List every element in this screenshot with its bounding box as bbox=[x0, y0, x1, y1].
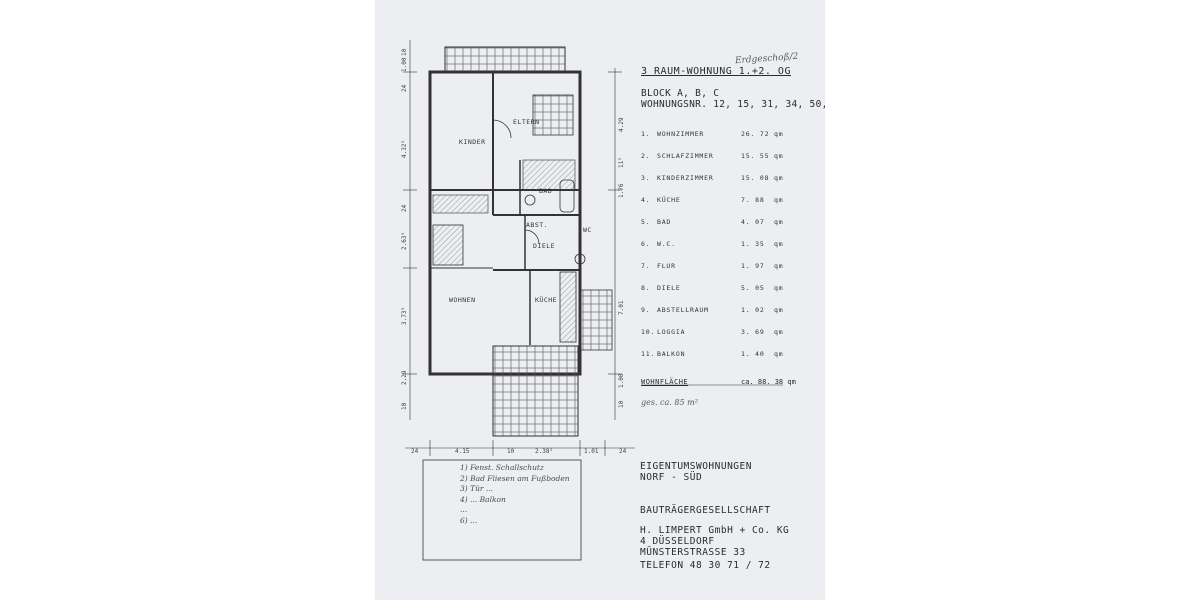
company-street: MÜNSTERSTRASSE 33 bbox=[640, 547, 746, 558]
dim-left-5: 24 bbox=[401, 204, 408, 212]
note-line: 3) Tür ... bbox=[460, 484, 494, 493]
dim-left-8: 2.29 bbox=[401, 370, 408, 385]
balcony-top bbox=[444, 46, 566, 73]
document-page: KINDER ELTERN BAD ABST. WC DIELE WOHNEN … bbox=[375, 0, 825, 600]
wohnungsnr-line: WOHNUNGSNR. 12, 15, 31, 34, 50, 53 9 bbox=[641, 99, 825, 110]
dim-left-3: 24 bbox=[401, 84, 408, 92]
project-line-1: EIGENTUMSWOHNUNGEN bbox=[640, 461, 752, 472]
plan-label-kinder: KINDER bbox=[459, 138, 486, 146]
kitchen-counter bbox=[559, 271, 577, 343]
plan-label-wohnen: WOHNEN bbox=[449, 296, 476, 304]
total-label: WOHNFLÄCHE bbox=[641, 378, 689, 386]
project-name: EIGENTUMSWOHNUNGEN NORF - SÜD bbox=[640, 461, 752, 483]
dim-right-1: 4.29 bbox=[618, 117, 625, 132]
bad-area bbox=[522, 159, 576, 191]
wohnen-cabinet bbox=[432, 224, 464, 266]
plan-label-eltern: ELTERN bbox=[513, 118, 540, 126]
dim-right-5: 1.00 bbox=[618, 373, 625, 388]
eltern-tiles bbox=[532, 94, 574, 136]
dim-right-6: 10 bbox=[618, 400, 625, 408]
dim-left-7: 3.73⁵ bbox=[401, 306, 408, 325]
dim-right-3: 1.76 bbox=[618, 183, 625, 198]
dim-bottom-2: 4.15 bbox=[455, 448, 470, 455]
apartment-title: 3 RAUM-WOHNUNG 1.+2. OG bbox=[641, 66, 791, 77]
dim-bottom-6: 24 bbox=[619, 448, 627, 455]
dim-bottom-3: 10 bbox=[507, 448, 515, 455]
dim-left-2: 1.00 bbox=[401, 57, 408, 72]
project-line-2: NORF - SÜD bbox=[640, 472, 703, 483]
dim-right-4: 7.01 bbox=[618, 300, 625, 315]
dim-left-1: 10 bbox=[401, 48, 408, 56]
handwritten-notes: 1) Fenst. Schallschutz 2) Bad Fliesen am… bbox=[460, 463, 570, 526]
floor-plan-drawing bbox=[403, 40, 783, 561]
note-line: 6) ... bbox=[460, 515, 478, 525]
plan-label-kueche: KÜCHE bbox=[535, 296, 558, 304]
total-value: ca. 88. 38 qm bbox=[741, 378, 796, 386]
dim-bottom-5: 1.01 bbox=[584, 448, 599, 455]
dim-right-2: 11⁵ bbox=[618, 157, 625, 168]
block-info: BLOCK A, B, C WOHNUNGSNR. 12, 15, 31, 34… bbox=[641, 88, 825, 110]
dim-left-9: 10 bbox=[401, 402, 408, 410]
bathtub bbox=[559, 179, 575, 213]
note-line: 4) ... Balkon bbox=[460, 494, 506, 504]
company-phone: TELEFON 48 30 71 / 72 bbox=[640, 560, 771, 571]
handwritten-total: ges. ca. 85 m² bbox=[641, 398, 698, 407]
note-line: 2) Bad Fliesen am Fußboden bbox=[460, 473, 570, 483]
company-city: 4 DÜSSELDORF bbox=[640, 536, 715, 547]
company-firm: H. LIMPERT GmbH + Co. KG bbox=[640, 525, 790, 536]
block-line: BLOCK A, B, C bbox=[641, 88, 720, 99]
plan-label-abst: ABST. bbox=[526, 221, 549, 229]
dim-bottom-1: 24 bbox=[411, 448, 419, 455]
note-line: 1) Fenst. Schallschutz bbox=[460, 463, 544, 472]
builder-label: BAUTRÄGERGESELLSCHAFT bbox=[640, 505, 771, 516]
plan-label-bad: BAD bbox=[539, 187, 553, 195]
total-area-row: WOHNFLÄCHE ca. 88. 38 qm bbox=[641, 378, 796, 386]
plan-label-wc: WC bbox=[583, 226, 592, 234]
dim-left-6: 2.63⁵ bbox=[401, 231, 408, 250]
plan-label-diele: DIELE bbox=[533, 242, 556, 250]
loggia-tiles bbox=[492, 345, 579, 437]
note-line: ... bbox=[460, 505, 468, 514]
dim-bottom-4: 2.38⁵ bbox=[535, 448, 554, 455]
dim-left-4: 4.32⁵ bbox=[401, 139, 408, 158]
lower-annex bbox=[422, 459, 582, 561]
company-address: H. LIMPERT GmbH + Co. KG 4 DÜSSELDORF MÜ… bbox=[640, 525, 789, 571]
